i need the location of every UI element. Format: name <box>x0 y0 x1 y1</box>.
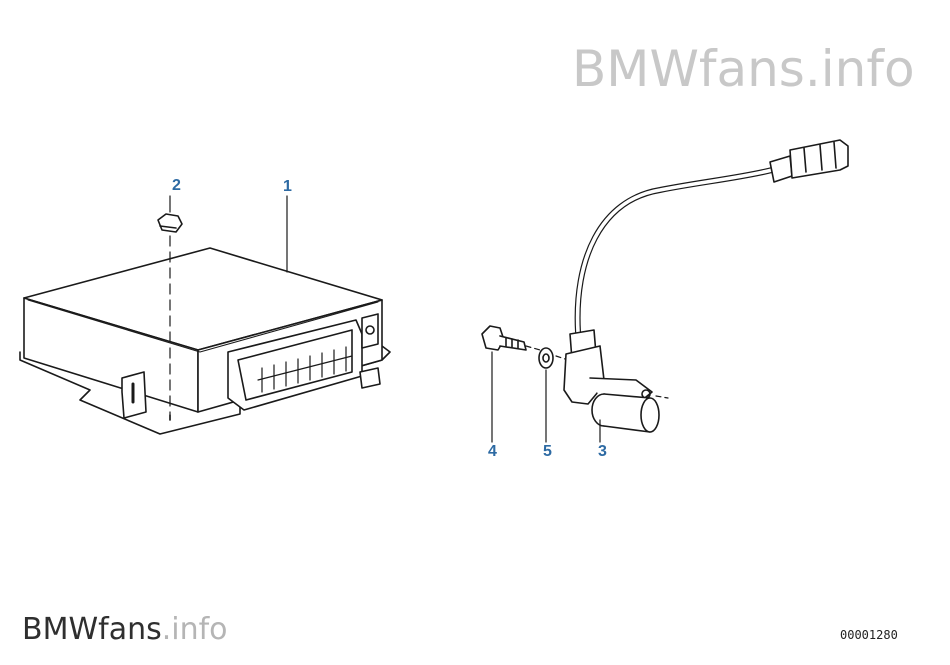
footer-logo: BMWfans.info <box>22 612 228 647</box>
callout-1[interactable]: 1 <box>283 178 292 195</box>
callout-5[interactable]: 5 <box>543 443 552 460</box>
diagram-number: 00001280 <box>840 628 898 642</box>
footer-brand: BMWfans <box>22 612 162 647</box>
watermark-brand: BMWfans <box>572 40 805 98</box>
nut-drawing <box>157 213 183 421</box>
callout-4[interactable]: 4 <box>488 443 497 460</box>
leader-lines <box>169 195 601 443</box>
sensor-drawing <box>563 139 849 433</box>
washer-drawing <box>538 347 569 369</box>
control-unit-drawing <box>19 247 391 435</box>
callout-2[interactable]: 2 <box>172 177 181 194</box>
watermark-suffix: .info <box>804 40 915 98</box>
callout-3[interactable]: 3 <box>598 443 607 460</box>
watermark-logo: BMWfans.info <box>572 40 915 98</box>
bolt-drawing <box>481 325 541 351</box>
footer-suffix: .info <box>161 612 228 647</box>
